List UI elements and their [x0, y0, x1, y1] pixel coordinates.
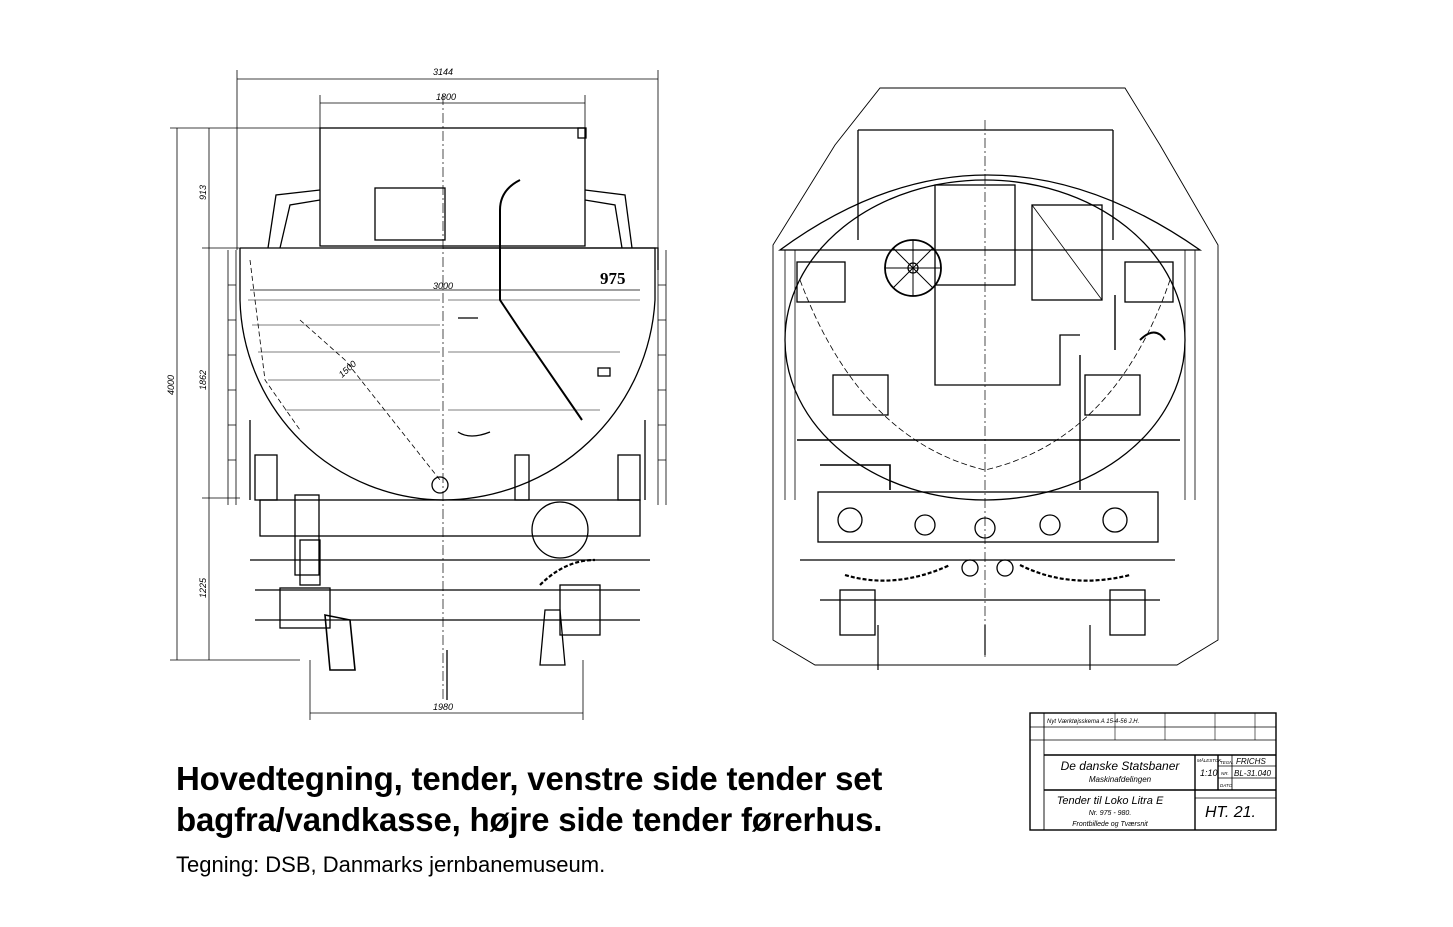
title-block-scale-label: MÅLESTOK	[1197, 757, 1222, 763]
title-block-department: Maskinafdelingen	[1089, 775, 1152, 784]
title-block-sheet: HT. 21.	[1205, 804, 1256, 821]
dim-bottom-width: 1980	[433, 702, 453, 712]
dim-height-upper: 913	[198, 185, 208, 200]
title-block-drawing-no: BL-31.040	[1234, 769, 1271, 778]
title-block-range: Nr. 975 - 980.	[1089, 810, 1132, 817]
dim-diagonal: 1500	[337, 359, 359, 380]
title-block-drawn-label: TEGN.	[1220, 760, 1234, 765]
dim-height-middle: 1862	[198, 370, 208, 390]
title-block-scale: 1:10	[1200, 768, 1218, 778]
title-block	[1029, 712, 1277, 831]
dim-overall-width: 3144	[433, 67, 453, 77]
title-block-drawn-by: FRICHS	[1236, 757, 1266, 766]
title-block-views: Frontbillede og Tværsnit	[1072, 821, 1149, 828]
left-dimension-lines	[170, 70, 659, 720]
left-view-rear-water-tank	[170, 70, 667, 720]
caption-credit: Tegning: DSB, Danmarks jernbanemuseum.	[176, 852, 606, 877]
engine-number: 975	[600, 269, 626, 288]
dim-top-width: 1800	[436, 92, 456, 102]
title-block-subject: Tender til Loko Litra E	[1057, 795, 1164, 807]
title-block-revision: Nyt Værktøjsskema A 15-4-56 J.H.	[1047, 719, 1139, 725]
loading-gauge-outline	[772, 87, 1219, 666]
title-block-company: De danske Statsbaner	[1061, 759, 1181, 773]
dim-height-total: 4000	[166, 375, 176, 395]
title-block-number-label: NR.	[1221, 771, 1229, 776]
title-block-date-label: DATO	[1220, 783, 1233, 788]
dim-height-lower: 1225	[198, 577, 208, 598]
dim-middle-width: 3000	[433, 281, 453, 291]
right-view-cab-side	[772, 87, 1219, 670]
caption-title: Hovedtegning, tender, venstre side tende…	[176, 760, 883, 838]
